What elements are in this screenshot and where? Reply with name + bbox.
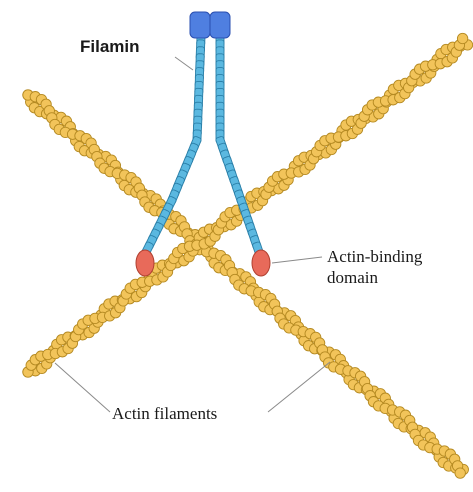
actin-binding-domain-right	[252, 250, 270, 276]
actin-binding-domain-left	[136, 250, 154, 276]
actin-subunit	[457, 33, 467, 43]
leader-line	[175, 57, 193, 70]
leader-line	[55, 363, 110, 412]
actin-subunit	[455, 468, 465, 478]
leader-line	[272, 257, 322, 263]
leader-line	[268, 362, 330, 412]
filamin-dimerization-domain-left	[190, 12, 210, 38]
actin-binding-domain-label: Actin-binding domain	[327, 246, 422, 288]
actin-filaments-label: Actin filaments	[112, 403, 217, 424]
filamin-label: Filamin	[80, 37, 140, 57]
filamin-molecule	[141, 12, 264, 256]
filamin-dimerization-domain-right	[210, 12, 230, 38]
actin-filament-2	[23, 33, 473, 377]
